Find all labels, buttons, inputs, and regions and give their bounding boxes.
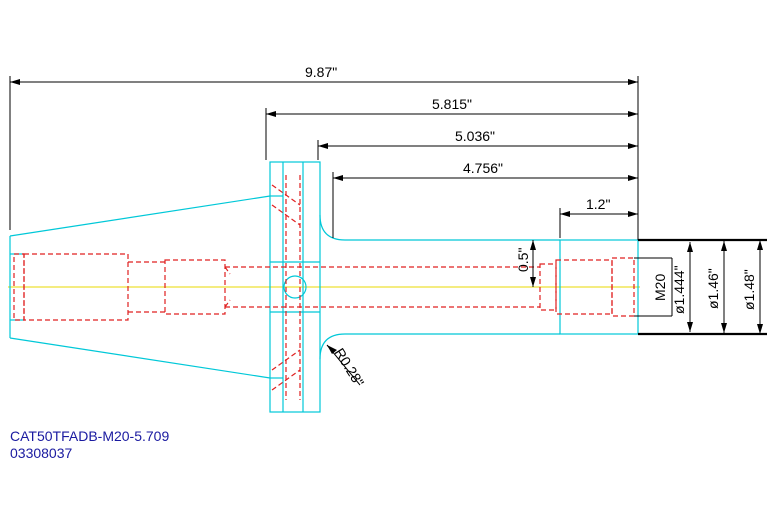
part-number: CAT50TFADB-M20-5.709 <box>10 428 169 444</box>
dim-shank-length: 4.756" <box>463 160 503 176</box>
flange-outline <box>269 161 321 413</box>
dim-dia-inner: ø1.444" <box>671 265 687 314</box>
dim-overall-length: 9.87" <box>305 64 337 80</box>
dimension-lines <box>9 76 767 386</box>
shank-outline <box>319 214 639 360</box>
dim-dia-outer: ø1.48" <box>741 269 757 310</box>
internal-bore <box>13 253 635 321</box>
dim-flange-to-end: 5.036" <box>455 128 495 144</box>
dim-gage-to-end: 5.815" <box>432 96 472 112</box>
dim-dia-mid: ø1.46" <box>705 268 721 309</box>
part-code: 03308037 <box>10 445 73 461</box>
dim-step: 0.5" <box>515 248 531 272</box>
dim-nose-length: 1.2" <box>586 196 610 212</box>
dim-radius: R0.28" <box>331 345 367 389</box>
dim-thread: M20 <box>652 274 668 301</box>
